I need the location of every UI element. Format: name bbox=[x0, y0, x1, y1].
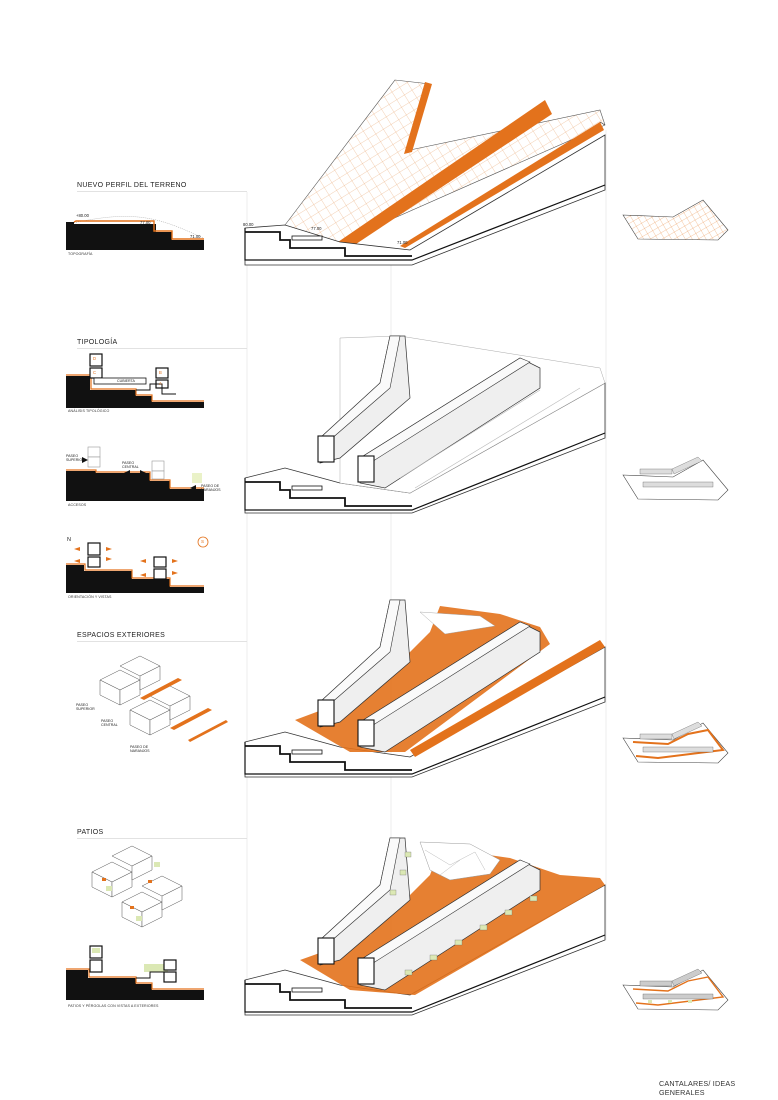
mini-plan-patios bbox=[622, 968, 729, 1011]
terrain-profile-diagram bbox=[66, 216, 204, 250]
mini-plan-terrain bbox=[622, 199, 729, 241]
level-label-80: +80.00 bbox=[76, 213, 89, 218]
section-title-espacios: ESPACIOS EXTERIORES bbox=[77, 632, 166, 639]
north-label: N bbox=[67, 537, 71, 543]
label-paseo-naranjos: PASEO DE NARANJOS bbox=[201, 484, 221, 493]
main-level-80: 80.00 bbox=[243, 222, 254, 227]
section-rule bbox=[77, 191, 247, 192]
section-title-tipologia: TIPOLOGÍA bbox=[77, 339, 118, 346]
exterior-spaces-diagram bbox=[99, 655, 228, 742]
patios-section-diagram bbox=[66, 945, 204, 1000]
unit-letter-a: A bbox=[159, 381, 162, 386]
label-paseo-superior-ext: PASEO SUPERIOR bbox=[76, 703, 95, 712]
cover-label: CUBIERTA bbox=[117, 379, 135, 383]
section-title-patios: PATIOS bbox=[77, 829, 104, 836]
main-level-77: 77.00 bbox=[311, 226, 322, 231]
unit-letter-d: D bbox=[93, 356, 97, 361]
caption-patios: PATIOS Y PÉRGOLAS CON VISTAS A EXTERIORE… bbox=[68, 1004, 159, 1008]
footer-title: CANTALARES/ IDEAS GENERALES bbox=[659, 1079, 736, 1097]
unit-letter-c: C bbox=[93, 370, 97, 375]
typology-analysis-diagram bbox=[66, 353, 204, 408]
section-rule bbox=[77, 838, 247, 839]
access-diagram bbox=[66, 446, 204, 501]
level-label-71: 71.00 bbox=[190, 234, 201, 239]
axonometric-typology bbox=[244, 335, 606, 514]
mini-plan-typology bbox=[622, 456, 729, 501]
axonometric-patios bbox=[244, 837, 606, 1016]
caption-topografia: TOPOGRAFÍA bbox=[68, 252, 93, 256]
caption-analisis: ANÁLISIS TIPOLÓGICO bbox=[68, 409, 110, 413]
caption-orientacion: ORIENTACIÓN Y VISTAS bbox=[68, 595, 112, 599]
axonometric-exterior-spaces bbox=[244, 599, 606, 778]
label-paseo-central-ext: PASEO CENTRAL bbox=[101, 719, 118, 728]
axonometric-terrain bbox=[244, 79, 606, 266]
section-rule bbox=[77, 348, 247, 349]
section-title-nuevo-perfil: NUEVO PERFIL DEL TERRENO bbox=[77, 182, 187, 189]
level-label-77: 77.00 bbox=[140, 220, 151, 225]
unit-letter-b: B bbox=[159, 370, 162, 375]
label-paseo-central: PASEO CENTRAL bbox=[122, 461, 139, 470]
patios-axonometric-diagram bbox=[91, 845, 183, 928]
main-level-71: 71.00 bbox=[397, 240, 408, 245]
label-paseo-superior: PASEO SUPERIOR bbox=[66, 454, 85, 463]
section-rule bbox=[77, 641, 247, 642]
orientation-diagram bbox=[66, 536, 209, 593]
label-paseo-naranjos-ext: PASEO DE NARANJOS bbox=[130, 745, 150, 754]
mini-plan-exterior bbox=[622, 721, 729, 764]
south-label: S bbox=[201, 539, 205, 544]
caption-accesos: ACCESOS bbox=[68, 503, 87, 507]
